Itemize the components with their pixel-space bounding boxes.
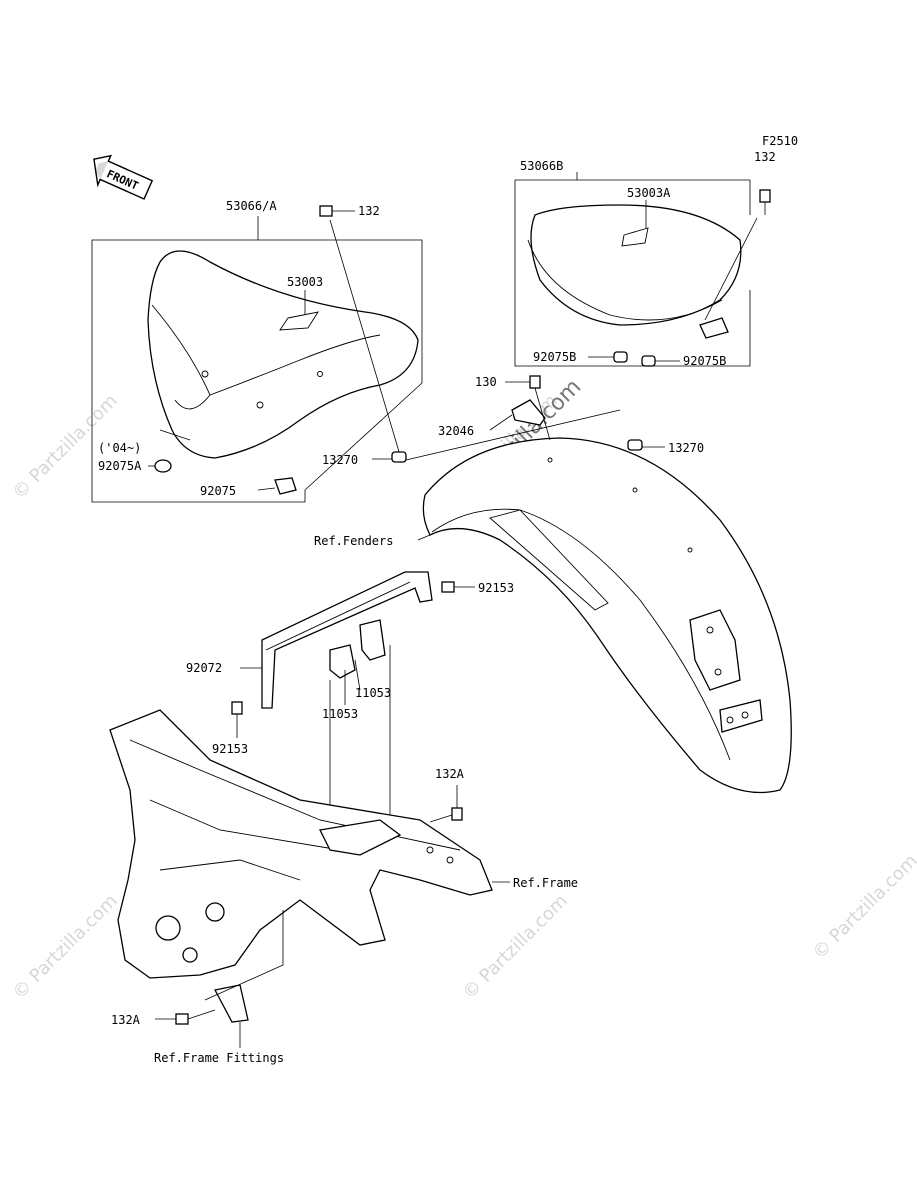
label-ref-frame: Ref.Frame (513, 876, 578, 890)
label-132: 132 (358, 204, 380, 218)
front-seat-group (91, 232, 423, 503)
diagram-code: F2510 (762, 134, 798, 148)
bracket-11053-mid (329, 644, 356, 679)
front-arrow-icon: FRONT (93, 154, 154, 200)
label-53003: 53003 (287, 275, 323, 289)
label-53066b: 53066B (520, 159, 563, 173)
bolt-132-top (319, 205, 355, 217)
label-ref-frame-fittings: Ref.Frame Fittings (154, 1051, 284, 1065)
bolt-92153-left (231, 701, 243, 715)
label-132a-left: 132A (111, 1013, 141, 1027)
label-92075a: 92075A (98, 459, 142, 473)
damper-13270-left (391, 451, 407, 463)
label-130: 130 (475, 375, 497, 389)
label-92153-right: 92153 (478, 581, 514, 595)
bolt-92153-right (441, 581, 455, 593)
label-04: ('04~) (98, 441, 141, 455)
bolt-132-right (759, 189, 771, 215)
label-53066a: 53066/A (226, 199, 277, 213)
label-11053-right: 11053 (355, 686, 391, 700)
bolt-130 (529, 375, 541, 389)
watermark-text: © Partzilla.com (9, 890, 122, 1003)
label-13270-right: 13270 (668, 441, 704, 455)
label-132a-right: 132A (435, 767, 465, 781)
label-53003a: 53003A (627, 186, 671, 200)
bolt-132a-right (451, 807, 463, 821)
label-92153-left: 92153 (212, 742, 248, 756)
label-92075b-right: 92075B (683, 354, 726, 368)
label-11053-mid: 11053 (322, 707, 358, 721)
part-labels: 53066/A 132 53003 ('04~) 92075A 92075 13… (98, 150, 776, 1065)
frame-fitting (214, 984, 249, 1023)
label-32046: 32046 (438, 424, 474, 438)
label-92075b-left: 92075B (533, 350, 576, 364)
label-92075: 92075 (200, 484, 236, 498)
bolt-132a-left (175, 1013, 189, 1025)
rear-fender (422, 437, 792, 794)
watermark-text: © Partzilla.com (809, 850, 917, 963)
label-92072: 92072 (186, 661, 222, 675)
damper-13270-right (627, 439, 643, 451)
label-132-right: 132 (754, 150, 776, 164)
rear-seat-group (514, 172, 751, 367)
bracket-32046 (511, 399, 546, 426)
frame (109, 709, 493, 979)
label-13270-left: 13270 (322, 453, 358, 467)
label-ref-fenders: Ref.Fenders (314, 534, 393, 548)
grab-strap-92072 (261, 571, 433, 709)
bracket-11053-right (359, 619, 386, 661)
watermark-text: © Partzilla.com (459, 890, 572, 1003)
